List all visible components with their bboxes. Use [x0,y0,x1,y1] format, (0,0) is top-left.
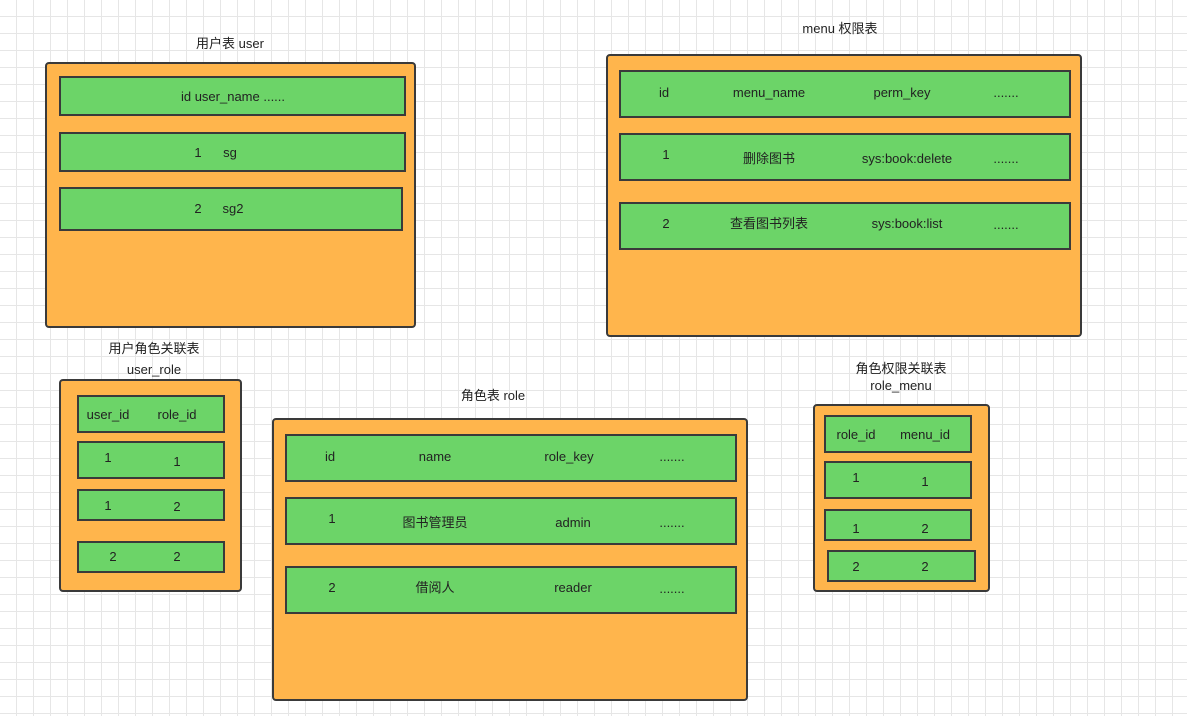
role-key-cell: admin [555,515,591,530]
role-menu-header-row: role_id menu_id [824,415,972,453]
user-role-role-id-cell: 1 [173,454,181,469]
role-col-more: ....... [659,449,685,464]
menu-row: 1 删除图书 sys:book:delete ....... [619,133,1071,181]
menu-name-cell: 删除图书 [742,151,796,166]
role-col-name: name [418,449,452,464]
menu-id-cell: 2 [662,216,670,231]
user-role-header-row: user_id role_id [77,395,225,433]
menu-perm-key-cell: sys:book:delete [861,151,953,166]
role-more-cell: ....... [659,515,685,530]
user-role-row: 2 2 [77,541,225,573]
user-role-row: 1 1 [77,441,225,479]
user-role-user-id-cell: 2 [109,549,117,564]
menu-row: 2 查看图书列表 sys:book:list ....... [619,202,1071,250]
user-role-col-user-id: user_id [86,407,130,422]
role-menu-row: 2 2 [827,550,976,582]
user-table-title-text: 用户表 user [196,36,264,51]
role-menu-title-line1: 角色权限关联表 [855,361,947,376]
menu-more-cell: ....... [993,217,1019,232]
role-menu-table-title: 角色权限关联表 role_menu [831,361,971,394]
role-key-cell: reader [554,580,592,595]
user-role-user-id-cell: 1 [104,450,112,465]
role-table-title: 角色表 role [413,388,573,404]
role-row: 2 借阅人 reader ....... [285,566,737,614]
role-menu-role-id-cell: 1 [852,521,860,536]
role-name-cell: 借阅人 [415,580,455,595]
menu-name-cell: 查看图书列表 [729,216,809,231]
role-menu-role-id-cell: 1 [852,470,860,485]
menu-col-id: id [658,85,670,100]
user-id-cell: 2 [194,201,202,216]
menu-id-cell: 1 [662,147,670,162]
role-header-row: id name role_key ....... [285,434,737,482]
user-role-row: 1 2 [77,489,225,521]
role-id-cell: 2 [328,580,336,595]
user-role-title-line1: 用户角色关联表 [108,341,200,356]
menu-more-cell: ....... [993,151,1019,166]
user-role-table-title: 用户角色关联表 user_role [84,341,224,378]
role-name-cell: 图书管理员 [402,515,468,530]
user-row: 1 sg [59,132,406,172]
role-table-title-text: 角色表 role [460,388,526,403]
role-menu-col-role-id: role_id [836,427,876,442]
role-menu-row: 1 1 [824,461,972,499]
role-row: 1 图书管理员 admin ....... [285,497,737,545]
user-table-title: 用户表 user [130,36,330,52]
role-menu-title-line2: role_menu [870,378,932,393]
user-role-role-id-cell: 2 [173,549,181,564]
role-more-cell: ....... [659,581,685,596]
user-row: 2 sg2 [59,187,403,231]
menu-table-title: menu 权限表 [740,21,940,37]
menu-col-more: ....... [993,85,1019,100]
role-menu-menu-id-cell: 2 [921,521,929,536]
user-id-cell: 1 [194,145,202,160]
role-menu-row: 1 2 [824,509,972,541]
user-role-col-role-id: role_id [157,407,197,422]
user-role-role-id-cell: 2 [173,499,181,514]
menu-col-perm-key: perm_key [873,85,931,100]
user-header-cell: id user_name ...... [180,89,286,104]
menu-perm-key-cell: sys:book:list [871,216,943,231]
user-name-cell: sg [223,145,237,160]
role-menu-role-id-cell: 2 [852,559,860,574]
menu-col-menu-name: menu_name [732,85,806,100]
role-col-role-key: role_key [544,449,594,464]
role-id-cell: 1 [328,511,336,526]
role-menu-col-menu-id: menu_id [900,427,950,442]
user-name-cell: sg2 [222,201,244,216]
menu-table-title-text: menu 权限表 [802,21,878,36]
menu-header-row: id menu_name perm_key ....... [619,70,1071,118]
role-col-id: id [324,449,336,464]
role-menu-menu-id-cell: 1 [921,474,929,489]
role-menu-menu-id-cell: 2 [921,559,929,574]
user-role-user-id-cell: 1 [104,498,112,513]
user-header-row: id user_name ...... [59,76,406,116]
user-role-title-line2: user_role [126,362,182,377]
